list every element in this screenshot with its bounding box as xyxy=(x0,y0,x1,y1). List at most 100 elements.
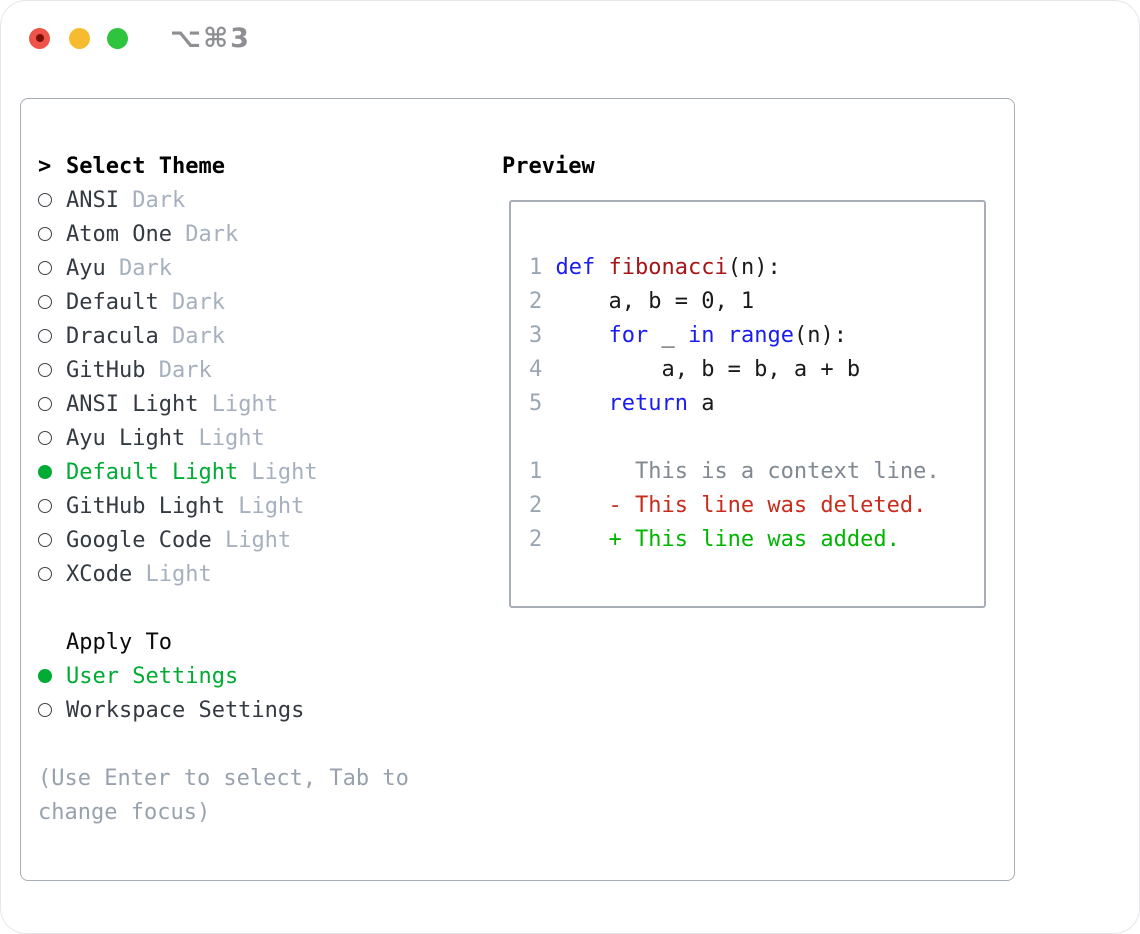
preview-line: 3 for _ in range(n): xyxy=(529,319,984,353)
code-token-code: (n): xyxy=(793,323,847,348)
code-token-deleted: - This line was deleted. xyxy=(555,493,927,518)
option-label: Ayu Light xyxy=(66,425,186,451)
radio-unselected-icon xyxy=(38,363,52,377)
radio-unselected-icon xyxy=(38,227,52,241)
option-variant-label: Light xyxy=(224,493,305,519)
option-label: Google Code xyxy=(66,527,212,553)
option-label: GitHub Light xyxy=(66,493,225,519)
code-token-code: a, b = b, a + b xyxy=(555,357,861,382)
line-number xyxy=(529,425,556,450)
help-text-line-2: change focus) xyxy=(38,799,211,825)
apply-to-title: Apply To xyxy=(66,629,172,655)
code-token-keyword: return xyxy=(608,391,688,416)
keyboard-shortcut-label: ⌥⌘3 xyxy=(170,22,251,54)
preview-line: 1 This is a context line. xyxy=(529,455,984,489)
prompt-caret: > xyxy=(38,153,52,179)
close-button[interactable] xyxy=(29,27,50,49)
option-variant-label: Dark xyxy=(118,187,186,213)
option-label: Atom One xyxy=(66,221,172,247)
line-number: 1 xyxy=(529,459,556,484)
code-token-keyword: for xyxy=(608,323,649,348)
minimize-button[interactable] xyxy=(69,27,90,49)
code-token-code xyxy=(556,323,609,348)
radio-unselected-icon xyxy=(38,261,52,275)
close-dot-icon xyxy=(35,34,44,42)
code-token-code: a xyxy=(687,391,715,416)
line-number: 4 xyxy=(529,357,556,382)
option-label: ANSI xyxy=(66,187,119,213)
option-label: Workspace Settings xyxy=(66,697,305,723)
preview-line: 2 + This line was added. xyxy=(529,523,984,557)
preview-heading: Preview xyxy=(502,153,595,179)
spacer-row xyxy=(38,591,409,625)
theme-option[interactable]: Google Code Light xyxy=(38,523,409,557)
radio-unselected-icon xyxy=(38,295,52,309)
zoom-button[interactable] xyxy=(107,27,128,49)
line-number: 2 xyxy=(529,527,556,552)
option-label: GitHub xyxy=(66,357,146,383)
theme-option[interactable]: GitHub Dark xyxy=(38,353,409,387)
radio-unselected-icon xyxy=(38,499,52,513)
radio-unselected-icon xyxy=(38,431,52,445)
code-token-keyword: range xyxy=(727,323,794,348)
code-token-code xyxy=(595,255,608,280)
preview-line: 1 def fibonacci(n): xyxy=(529,251,984,285)
code-token-code xyxy=(714,323,727,348)
theme-option[interactable]: Ayu Dark xyxy=(38,251,409,285)
theme-option[interactable]: Default Light Light xyxy=(38,455,409,489)
option-variant-label: Light xyxy=(211,527,292,553)
option-variant-label: Dark xyxy=(145,357,212,383)
option-label: ANSI Light xyxy=(66,391,199,417)
theme-option[interactable]: GitHub Light Light xyxy=(38,489,409,523)
code-token-context: This is a context line. xyxy=(555,459,940,484)
line-number: 3 xyxy=(529,323,556,348)
radio-unselected-icon xyxy=(38,567,52,581)
theme-option[interactable]: ANSI Light Light xyxy=(38,387,409,421)
radio-selected-icon xyxy=(38,465,52,479)
option-label: User Settings xyxy=(66,663,239,689)
apply-to-option[interactable]: Workspace Settings xyxy=(38,693,409,727)
apply-to-option[interactable]: User Settings xyxy=(38,659,409,693)
theme-option[interactable]: Dracula Dark xyxy=(38,319,409,353)
select-theme-title: Select Theme xyxy=(66,153,225,179)
select-theme-heading-row: > Select Theme xyxy=(38,149,409,183)
code-token-keyword: def xyxy=(555,255,596,280)
code-token-function: fibonacci xyxy=(608,255,728,280)
option-variant-label: Dark xyxy=(158,323,225,349)
code-token-code: (n): xyxy=(727,255,781,280)
theme-option[interactable]: ANSI Dark xyxy=(38,183,409,217)
option-variant-label: Light xyxy=(132,561,212,587)
option-variant-label: Light xyxy=(198,391,278,417)
code-token-keyword: in xyxy=(687,323,715,348)
code-token-code xyxy=(556,391,609,416)
option-label: Ayu xyxy=(66,255,106,281)
radio-unselected-icon xyxy=(38,703,52,717)
line-number: 5 xyxy=(529,391,556,416)
radio-unselected-icon xyxy=(38,329,52,343)
radio-unselected-icon xyxy=(38,397,52,411)
option-label: XCode xyxy=(66,561,133,587)
radio-unselected-icon xyxy=(38,533,52,547)
option-variant-label: Dark xyxy=(105,255,172,281)
line-number: 2 xyxy=(529,289,556,314)
code-token-added: + This line was added. xyxy=(555,527,900,552)
theme-option[interactable]: Default Dark xyxy=(38,285,409,319)
preview-line: 5 return a xyxy=(529,387,984,421)
preview-line: 2 - This line was deleted. xyxy=(529,489,984,523)
code-token-code: a, b = 0, 1 xyxy=(555,289,755,314)
option-variant-label: Light xyxy=(238,459,318,485)
theme-option[interactable]: Ayu Light Light xyxy=(38,421,409,455)
window-titlebar: ⌥⌘3 xyxy=(29,23,251,54)
theme-option[interactable]: Atom One Dark xyxy=(38,217,409,251)
option-label: Default Light xyxy=(66,459,239,485)
theme-option[interactable]: XCode Light xyxy=(38,557,409,591)
line-number: 1 xyxy=(529,255,556,280)
option-label: Dracula xyxy=(66,323,159,349)
help-text-line-1: (Use Enter to select, Tab to xyxy=(38,765,409,791)
